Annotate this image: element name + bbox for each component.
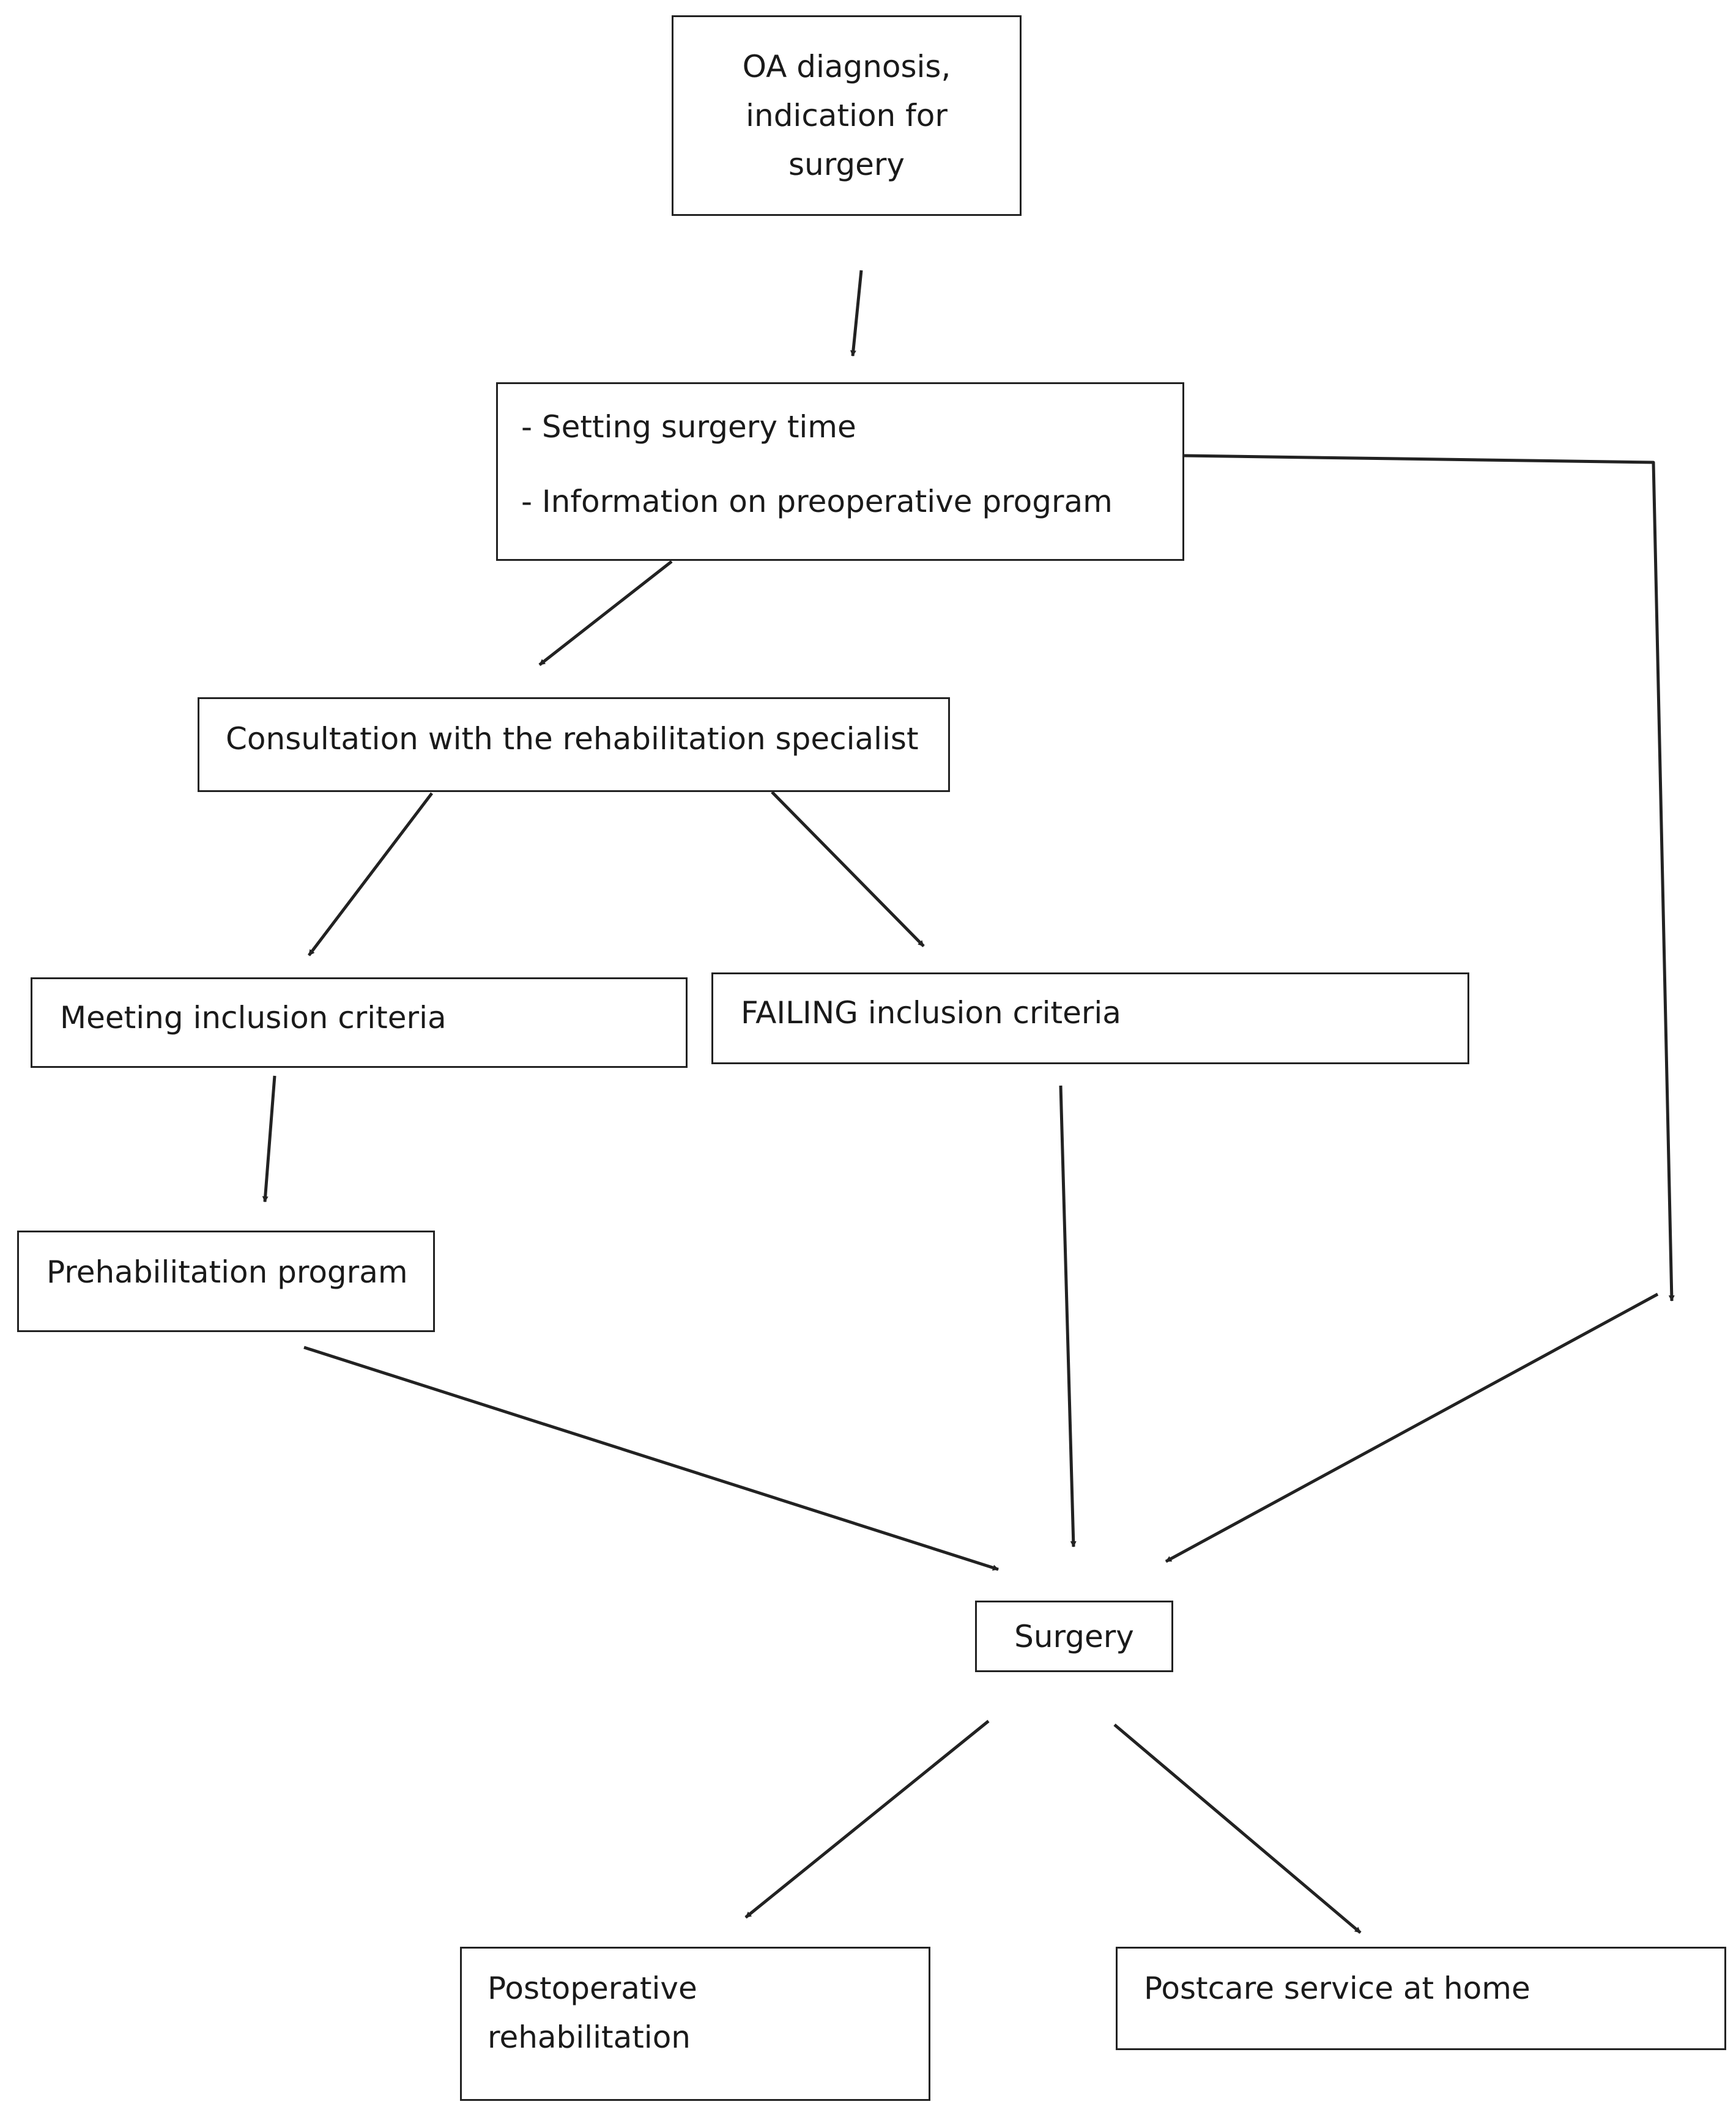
- node-postoperative-rehab-line-2: rehabilitation: [488, 2020, 691, 2055]
- edge-surgery-to-postoperative-rehab: [744, 1720, 990, 1919]
- edge-consultation-to-failing-criteria: [771, 791, 925, 947]
- node-oa-diagnosis-line-2: indication for: [746, 98, 948, 133]
- edge-prehabilitation-to-surgery: [303, 1346, 999, 1571]
- node-postoperative-rehab: Postoperative rehabilitation: [460, 1947, 930, 2101]
- node-consultation-line-1: Consultation with the rehabilitation spe…: [226, 721, 919, 757]
- node-oa-diagnosis-line-1: OA diagnosis,: [742, 49, 951, 84]
- edge-consultation-to-meeting-criteria: [308, 792, 433, 957]
- edge-setting-surgery-to-surgery: [1184, 454, 1675, 1302]
- node-postcare-home: Postcare service at home: [1116, 1947, 1726, 2050]
- edge-failing-criteria-to-surgery: [1059, 1085, 1077, 1547]
- edge-meeting-criteria-to-prehabilitation: [262, 1075, 276, 1202]
- node-setting-surgery-line-1: - Setting surgery time: [521, 409, 856, 445]
- node-consultation: Consultation with the rehabilitation spe…: [198, 697, 950, 792]
- edge-surgery-to-postcare-home: [1113, 1724, 1362, 1934]
- node-setting-surgery: - Setting surgery time - Information on …: [496, 382, 1184, 561]
- edge-oa-diagnosis-to-setting-surgery: [850, 270, 863, 357]
- node-prehabilitation-line-1: Prehabilitation program: [46, 1254, 408, 1290]
- node-oa-diagnosis-line-3: surgery: [788, 147, 905, 182]
- node-prehabilitation: Prehabilitation program: [17, 1231, 435, 1332]
- node-oa-diagnosis: OA diagnosis, indication for surgery: [672, 15, 1022, 216]
- node-meeting-criteria: Meeting inclusion criteria: [31, 977, 688, 1068]
- node-postcare-home-line-1: Postcare service at home: [1144, 1971, 1530, 2006]
- node-failing-criteria-line-1: FAILING inclusion criteria: [741, 995, 1121, 1031]
- edge-setting-surgery-to-consultation: [538, 560, 673, 666]
- node-meeting-criteria-line-1: Meeting inclusion criteria: [60, 1000, 447, 1035]
- edge-right-side-to-surgery: [1165, 1292, 1659, 1563]
- node-surgery: Surgery: [975, 1601, 1173, 1672]
- node-postoperative-rehab-line-1: Postoperative: [488, 1971, 697, 2006]
- node-setting-surgery-line-2: - Information on preoperative program: [521, 484, 1113, 519]
- node-surgery-line-1: Surgery: [1014, 1618, 1134, 1654]
- node-failing-criteria: FAILING inclusion criteria: [711, 972, 1469, 1064]
